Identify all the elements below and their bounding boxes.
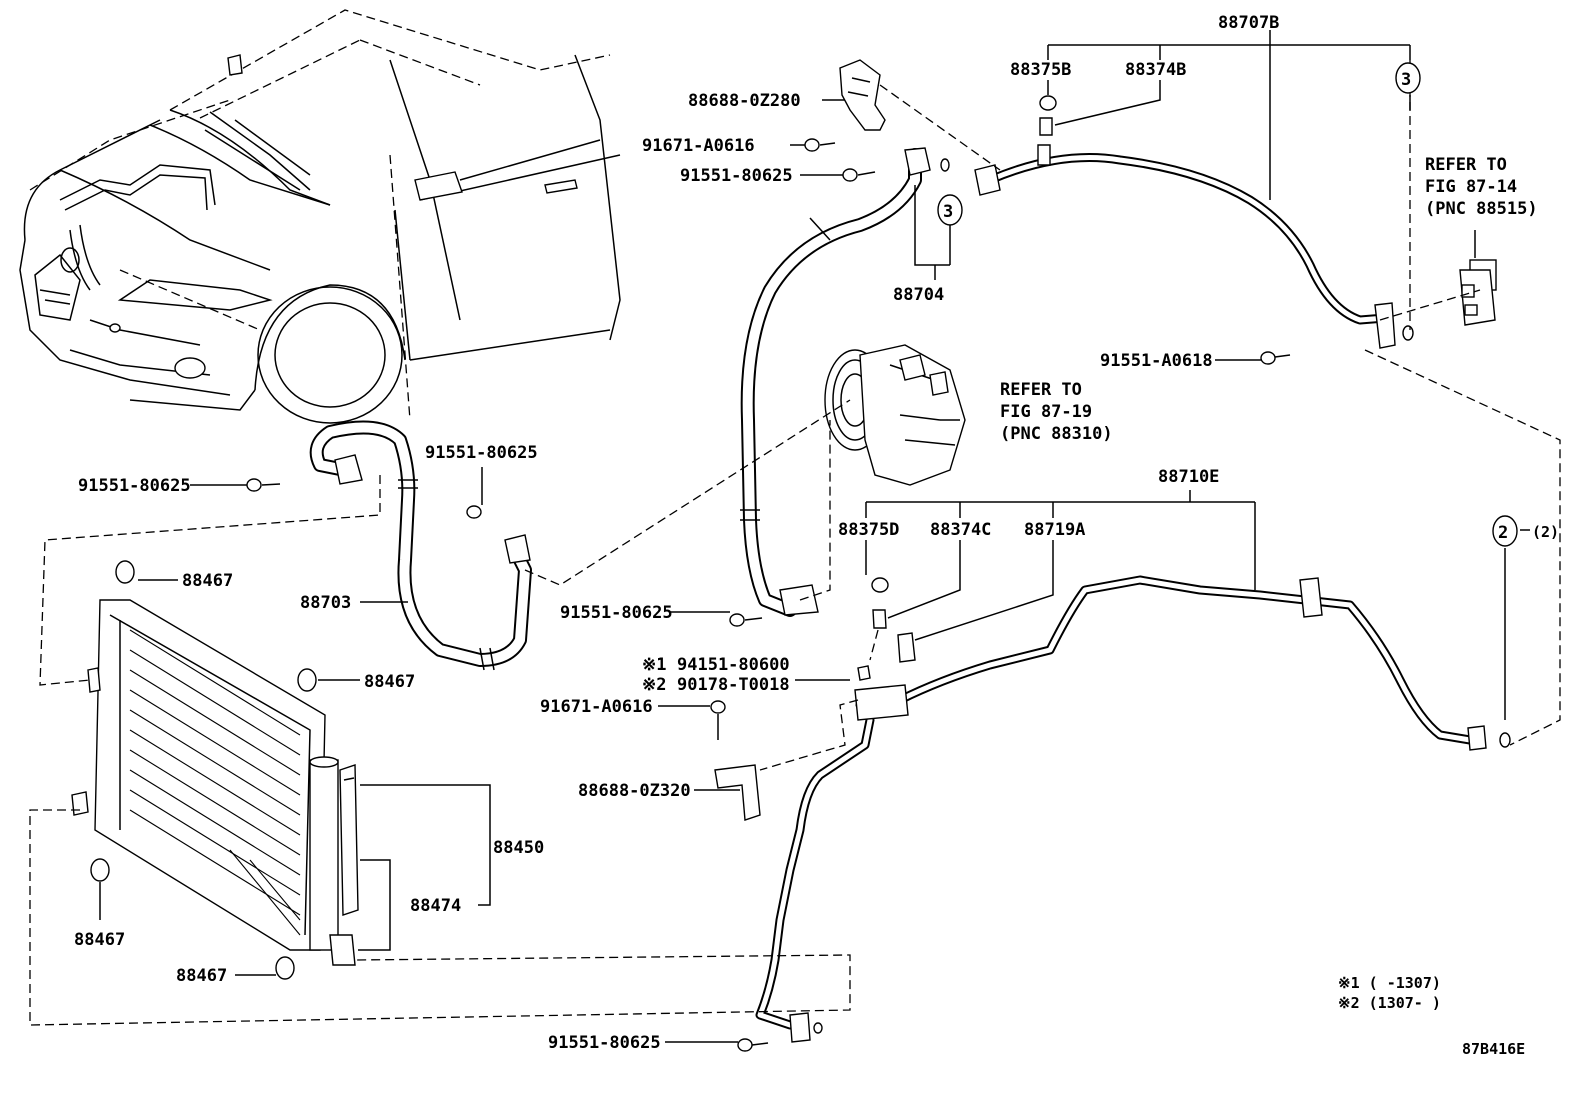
footnote-1: ※1 ( -1307) <box>1338 974 1441 992</box>
label-88467-d: 88467 <box>176 966 227 986</box>
marker-3-hose-text: 3 <box>943 202 953 222</box>
label-88688-0z320: 88688-0Z320 <box>578 781 691 801</box>
label-94151-80600: 94151-80600 <box>677 655 790 675</box>
label-91551-80625-hose: 91551-80625 <box>560 603 673 623</box>
footnote-2: ※2 (1307- ) <box>1338 994 1441 1012</box>
ref-fig-87-19-line3: (PNC 88310) <box>1000 424 1113 444</box>
car-illustration <box>19 9 621 424</box>
label-91671-a0616-top: 91671-A0616 <box>642 136 755 156</box>
label-88374c: 88374C <box>930 520 991 540</box>
label-88375b: 88375B <box>1010 60 1071 80</box>
label-91551-80625-mid: 91551-80625 <box>425 443 538 463</box>
part-labels: 88707B 88375B 88374B 88688-0Z280 91671-A… <box>74 13 1538 1058</box>
marker-2-note: (2) <box>1532 523 1559 541</box>
ref-fig-87-19-line2: FIG 87-19 <box>1000 402 1092 422</box>
note1-mark-label: ※1 <box>642 655 666 675</box>
label-88704: 88704 <box>893 285 944 305</box>
label-91551-80625-left: 91551-80625 <box>78 476 191 496</box>
ref-fig-87-14-line2: FIG 87-14 <box>1425 177 1517 197</box>
condenser-88450 <box>71 560 359 980</box>
label-88719a: 88719A <box>1024 520 1085 540</box>
label-88688-0z280: 88688-0Z280 <box>688 91 801 111</box>
label-90178-t0018: 90178-T0018 <box>677 675 790 695</box>
label-91551-80625-top: 91551-80625 <box>680 166 793 186</box>
marker-circle-3-hose <box>937 194 963 226</box>
compressor <box>824 344 966 486</box>
receiver-88515 <box>1459 259 1497 326</box>
ref-fig-87-14-line3: (PNC 88515) <box>1425 199 1538 219</box>
pipe-88710e <box>246 478 1511 1052</box>
label-88467-a: 88467 <box>182 571 233 591</box>
marker-2-text: 2 <box>1498 523 1508 543</box>
hose-88703 <box>309 420 532 671</box>
pipe-88707b <box>974 95 1414 365</box>
condenser-fins <box>129 629 301 936</box>
label-88467-b: 88467 <box>364 672 415 692</box>
label-88474: 88474 <box>410 896 461 916</box>
label-88703: 88703 <box>300 593 351 613</box>
dashed-connectors <box>29 60 1561 1026</box>
label-91551-80625-bottom: 91551-80625 <box>548 1033 661 1053</box>
label-88707b: 88707B <box>1218 13 1279 33</box>
bracket-88688-0z280 <box>804 59 886 182</box>
label-88375d: 88375D <box>838 520 899 540</box>
hose-88704 <box>740 147 950 617</box>
label-88450: 88450 <box>493 838 544 858</box>
figure-id: 87B416E <box>1462 1040 1525 1058</box>
markers: 3 3 2 (2) <box>937 62 1559 547</box>
label-88374b: 88374B <box>1125 60 1186 80</box>
label-91671-a0616-low: 91671-A0616 <box>540 697 653 717</box>
label-91551-a0618: 91551-A0618 <box>1100 351 1213 371</box>
marker-circle-3-top <box>1395 62 1421 94</box>
label-88710e: 88710E <box>1158 467 1219 487</box>
note2-mark-label: ※2 <box>642 675 666 695</box>
ref-fig-87-19-line1: REFER TO <box>1000 380 1082 400</box>
ref-fig-87-14-line1: REFER TO <box>1425 155 1507 175</box>
marker-3-top-text: 3 <box>1401 70 1411 90</box>
marker-circle-2 <box>1492 515 1518 547</box>
label-88467-c: 88467 <box>74 930 125 950</box>
leader-lines <box>99 30 1530 1043</box>
